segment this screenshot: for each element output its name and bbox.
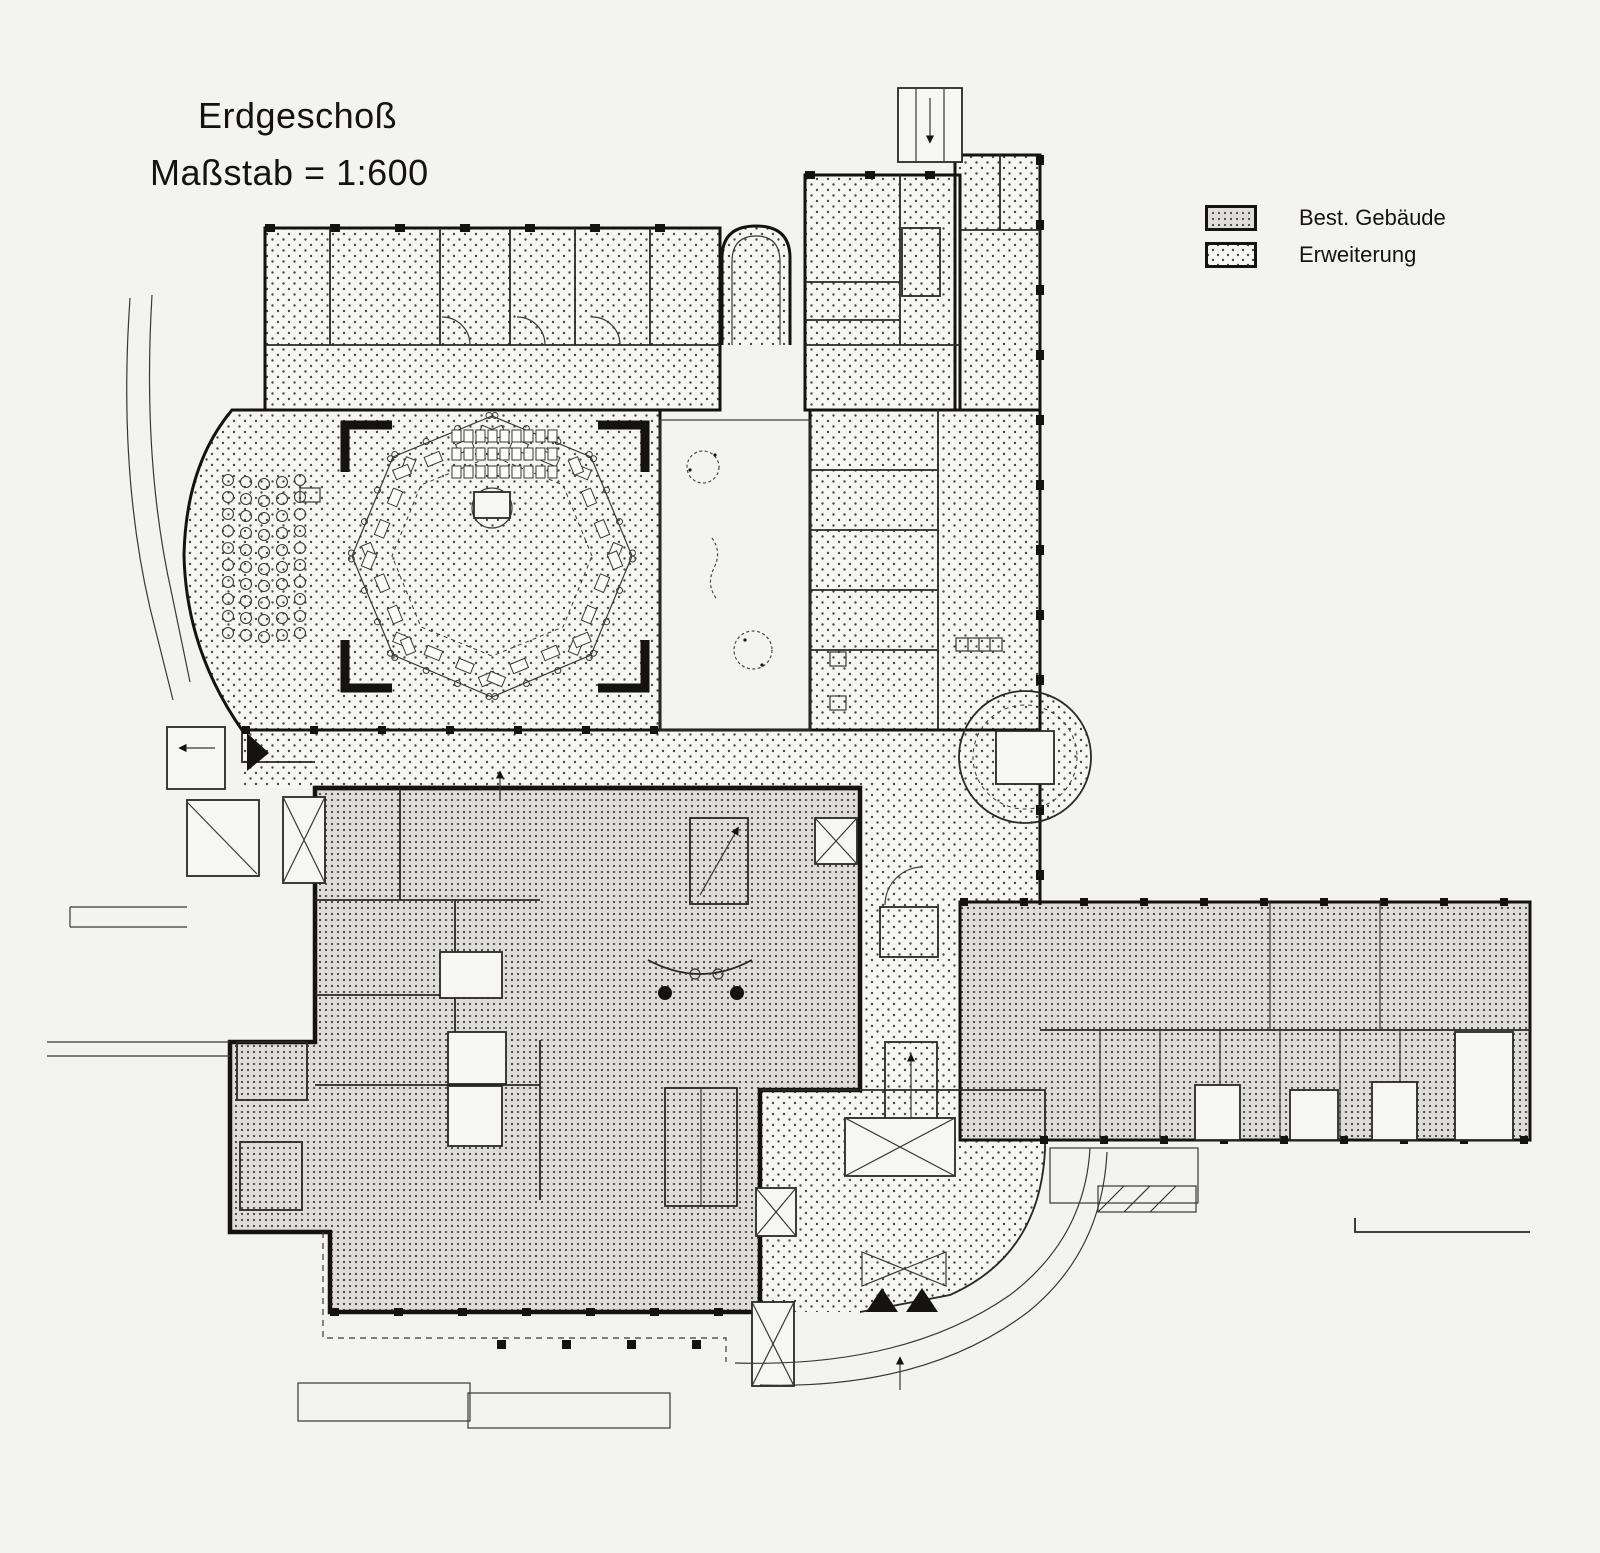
tree-icon — [733, 630, 773, 670]
floor-label: Erdgeschoß — [198, 95, 398, 136]
forecourt-slab — [467, 1392, 671, 1429]
legend: Best. Gebäude Erweiterung — [1205, 205, 1446, 279]
extension-link-strip — [242, 730, 1040, 788]
forecourt-slab — [297, 1382, 471, 1422]
revolving-door-icon — [861, 1251, 906, 1287]
legend-item-existing: Best. Gebäude — [1205, 205, 1446, 231]
legend-label-existing: Best. Gebäude — [1299, 205, 1446, 230]
stair-north — [901, 227, 941, 297]
legend-item-extension: Erweiterung — [1205, 242, 1446, 268]
existing-regions — [230, 788, 1530, 1312]
stair-core-1 — [689, 817, 749, 905]
rotunda-detail — [958, 690, 1092, 824]
planter-triangle-icon — [866, 1288, 898, 1312]
column — [658, 986, 672, 1000]
column — [730, 986, 744, 1000]
east-canopy — [1049, 1147, 1199, 1204]
fixtures — [441, 316, 1003, 1000]
head-tables — [451, 429, 558, 479]
road-edge — [148, 294, 191, 683]
white-rooms — [439, 951, 1514, 1147]
extension-northmid-block — [805, 175, 960, 410]
sparse-dots-swatch-icon — [1205, 242, 1257, 268]
scale-label: Maßstab = 1:600 — [150, 151, 429, 193]
extension-regions — [184, 155, 1091, 1312]
revolving-door-icon — [902, 1251, 947, 1287]
hall-corner-walls — [340, 420, 650, 693]
extension-north-rooms — [265, 228, 720, 410]
banquet-octagon — [299, 411, 637, 701]
tower-entrance — [897, 87, 963, 163]
west-vestibule — [166, 726, 226, 790]
canopy-dashed-line — [322, 1232, 727, 1362]
extension-apse — [722, 226, 790, 345]
planter-triangle-icon — [906, 1288, 938, 1312]
courtyard — [659, 419, 811, 731]
column-ticks — [242, 155, 1530, 1316]
partition-walls — [265, 155, 1530, 1200]
curved-canopy — [734, 1147, 1091, 1364]
entry-wedge-icon — [247, 733, 269, 771]
stair-core-2 — [879, 906, 939, 958]
curved-canopy — [759, 1151, 1108, 1386]
dense-dots-swatch-icon — [1205, 205, 1257, 231]
extension-hall — [184, 410, 660, 730]
site-work — [47, 294, 1199, 1429]
extension-east-rooms — [810, 410, 1040, 730]
fan-seating — [221, 473, 307, 644]
existing-main-block — [230, 788, 860, 1312]
control-desk — [299, 487, 321, 503]
stairs-and-lifts — [236, 227, 956, 1387]
legend-label-extension: Erweiterung — [1299, 242, 1417, 267]
extension-south-foyer — [760, 1090, 1045, 1312]
podium-circle — [471, 487, 513, 529]
existing-east-wing — [960, 902, 1530, 1140]
stair-west-1 — [236, 1041, 308, 1101]
podium — [473, 491, 511, 519]
stair-west-2 — [239, 1141, 303, 1211]
road-edge — [126, 297, 174, 701]
drawing-title: Erdgeschoß Maßstab = 1:600 — [150, 92, 429, 197]
planting-icon — [709, 537, 719, 599]
tree-icon — [686, 450, 720, 484]
extension-northeast-block — [955, 155, 1040, 410]
